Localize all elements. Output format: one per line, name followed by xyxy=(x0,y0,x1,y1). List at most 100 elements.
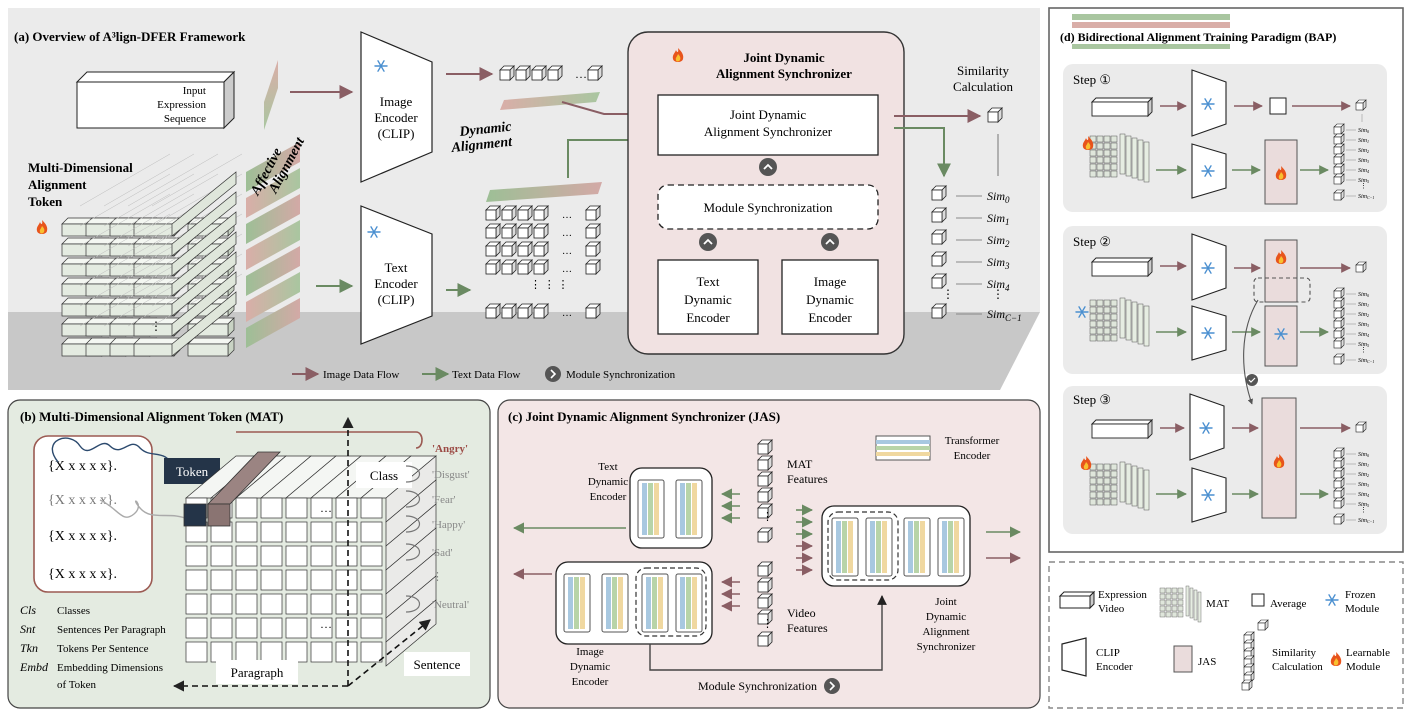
mat-cell xyxy=(1171,611,1178,618)
depth-line xyxy=(79,173,171,227)
sim-label: Sim0 xyxy=(1358,292,1369,298)
mat-bar-depth xyxy=(171,271,237,337)
mat-cell xyxy=(1096,135,1104,143)
sim-subscript: 2 xyxy=(1367,149,1369,154)
jas-title-1: Joint Dynamic xyxy=(743,50,824,65)
def-abbr: Cls xyxy=(20,603,36,617)
block-cell xyxy=(185,569,208,591)
mat-feature-cube xyxy=(757,487,773,503)
mat-cell xyxy=(1103,334,1111,342)
block-cell xyxy=(360,497,383,519)
class-bracket xyxy=(405,543,421,561)
sim-cube xyxy=(1333,123,1345,135)
transformer-stripe xyxy=(680,577,685,629)
affective-strips xyxy=(246,60,300,348)
video-top xyxy=(1090,257,1154,263)
block-cell xyxy=(235,497,258,519)
mat-cell xyxy=(1177,587,1184,594)
mat-cell xyxy=(1165,599,1172,606)
transformer-stripe xyxy=(606,577,611,629)
sim-subscript: C−1 xyxy=(1367,195,1374,200)
module-sync-icon xyxy=(758,157,778,177)
mat-cell xyxy=(1171,593,1178,600)
mat-cell xyxy=(1089,477,1097,485)
block-cell xyxy=(360,521,383,543)
feature-cube xyxy=(485,223,501,239)
transformer-stripe xyxy=(692,577,697,629)
def-text-cont: of Token xyxy=(57,679,97,691)
block-cell xyxy=(260,569,283,591)
title-stripe xyxy=(1072,14,1230,20)
image-dyn-label-2: Dynamic xyxy=(570,661,610,673)
jas-icon xyxy=(1173,645,1193,673)
panel-d-title: (d) Bidirectional Alignment Training Par… xyxy=(1060,30,1336,44)
sim-subscript: 1 xyxy=(1005,217,1010,227)
sync-dashed-box xyxy=(1253,277,1311,303)
sim-subscript: 3 xyxy=(1367,483,1369,488)
sim-cube xyxy=(931,251,947,267)
mat-bar xyxy=(187,337,235,357)
dynamic-alignment-label-2: Alignment xyxy=(450,135,514,156)
transformer-stripe xyxy=(680,483,685,535)
sim-label: Sim1 xyxy=(1358,302,1369,308)
title-stripe xyxy=(1072,22,1230,28)
mat-layer xyxy=(1137,303,1144,345)
sim-label: Sim2 xyxy=(987,233,1010,249)
ellipsis: … xyxy=(575,67,587,81)
legend-text-flow: Text Data Flow xyxy=(452,369,520,381)
block-cell xyxy=(335,641,358,663)
video-features-label-1: Video xyxy=(787,606,816,620)
mat-feature-cube xyxy=(757,527,773,543)
mat-cell xyxy=(1089,327,1097,335)
transformer-stripe xyxy=(692,483,697,535)
token-row-3: {X x x x x}. xyxy=(48,529,117,544)
mat-cell xyxy=(1110,484,1118,492)
mat-cell xyxy=(1110,320,1118,328)
def-abbr: Snt xyxy=(20,622,36,636)
block-cell xyxy=(210,593,233,615)
legend-image-flow: Image Data Flow xyxy=(323,369,399,381)
block-cell xyxy=(285,641,308,663)
text-dyn-transformers xyxy=(637,479,703,539)
sim-label: Sim2 xyxy=(1358,472,1369,478)
mat-cell xyxy=(1096,313,1104,321)
block-cell xyxy=(260,521,283,543)
mat-cell xyxy=(1089,498,1097,506)
ellipsis: … xyxy=(320,501,332,515)
mat-cell xyxy=(1177,599,1184,606)
sim-cube xyxy=(1333,337,1345,349)
mat-cell xyxy=(1165,593,1172,600)
mat-cell xyxy=(1103,156,1111,164)
video-top xyxy=(1090,419,1154,425)
video-feature-cube xyxy=(757,561,773,577)
jas-c-block xyxy=(821,505,971,587)
video-features-label-2: Features xyxy=(787,621,828,635)
depth-line xyxy=(79,153,171,207)
mat-layer xyxy=(1143,469,1150,511)
feature-cube xyxy=(533,259,549,275)
mat-icon xyxy=(1159,585,1202,623)
jas-block xyxy=(1261,397,1297,519)
class-bracket xyxy=(236,431,423,449)
average-icon xyxy=(1251,593,1265,607)
sim-label: Sim4 xyxy=(1358,168,1369,174)
feature-cube xyxy=(501,205,517,221)
block-cell xyxy=(285,569,308,591)
def-text: Sentences Per Paragraph xyxy=(57,624,166,636)
mat-cell xyxy=(1110,334,1118,342)
feature-cube xyxy=(531,65,547,81)
panel-c-module-sync-label: Module Synchronization xyxy=(698,679,817,693)
block-cell xyxy=(310,521,333,543)
feature-cube xyxy=(585,303,601,319)
sim-cube xyxy=(931,303,947,319)
text-dynamic-encoder-3: Encoder xyxy=(686,310,730,325)
sim-cube xyxy=(1333,133,1345,145)
class-label: 'Sad' xyxy=(432,547,452,559)
mat-cell xyxy=(1110,498,1118,506)
mat-layer xyxy=(1131,137,1138,179)
mat-3d-block: …… xyxy=(183,451,437,667)
sim-label: Sim0 xyxy=(1358,452,1369,458)
sync-dashed-box xyxy=(635,567,707,637)
transformer-stripe xyxy=(908,521,913,573)
mat-layer xyxy=(1131,301,1138,343)
